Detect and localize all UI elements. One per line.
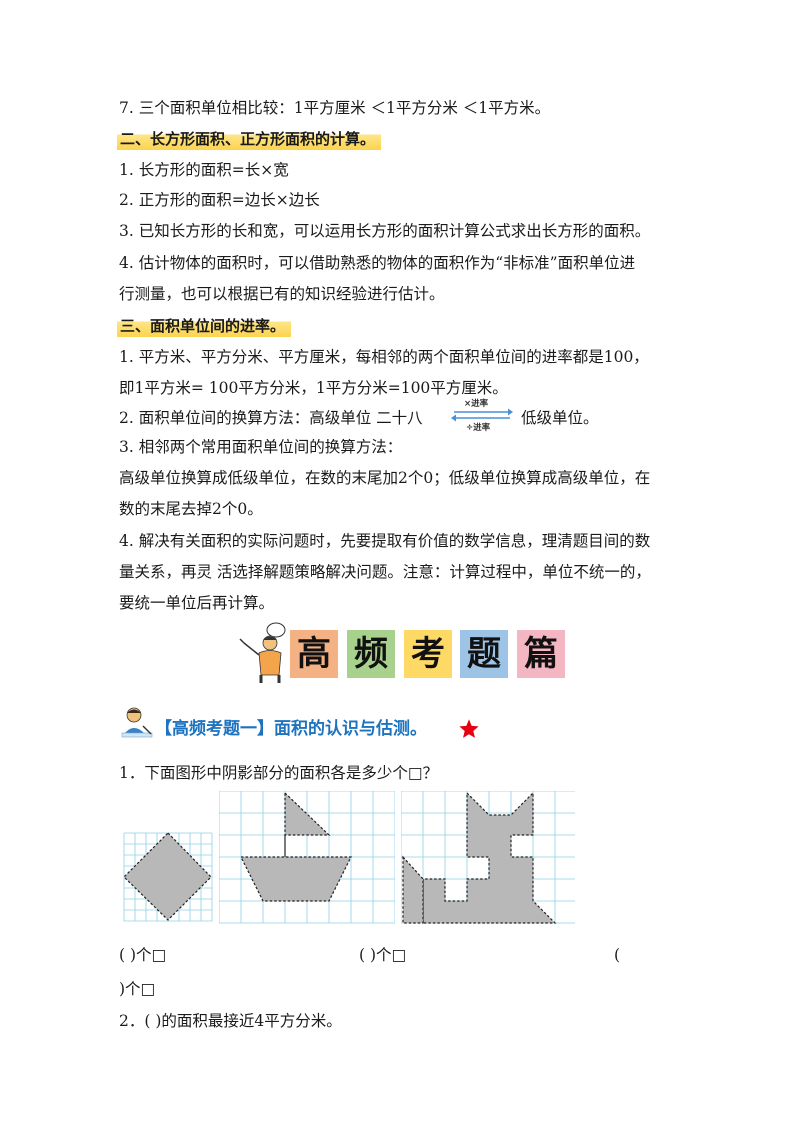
cat-tail-shape	[402, 855, 424, 924]
banner-tile-2: 频	[347, 630, 395, 678]
teacher-hair-icon	[263, 636, 277, 640]
s3-item-2-prefix: 2. 面积单位间的换算方法：高级单位 二十八	[119, 409, 423, 427]
teacher-illustration	[232, 621, 288, 683]
banner-tile-1: 高	[290, 630, 338, 678]
s2-item-4-line-1: 4. 估计物体的面积时，可以借助熟悉的物体的面积作为“非标准”面积单位进	[119, 254, 636, 272]
arrow-top-label: ×进率	[464, 398, 489, 409]
pointer-icon	[239, 638, 260, 656]
figure-boat	[219, 791, 395, 924]
conversion-arrows: ×进率 ÷进率	[450, 397, 514, 435]
s3-item-1-line-2: 即1平方米= 100平方分米，1平方分米=100平方厘米。	[119, 379, 508, 397]
s3-item-4-line-1: 4. 解决有关面积的实际问题时，先要提取有价值的数学信息，理清题目间的数	[119, 532, 651, 550]
s3-item-1-line-1: 1. 平方米、平方分米、平方厘米，每相邻的两个面积单位间的进率都是100，	[119, 348, 649, 366]
question-1: 1．下面图形中阴影部分的面积各是多少个□？	[119, 764, 439, 782]
banner-tile-5: 篇	[517, 630, 565, 678]
banner-tile-3: 考	[404, 630, 452, 678]
s3-item-4-line-3: 要统一单位后再计算。	[119, 594, 275, 612]
s3-item-4-line-2: 量关系，再灵 活选择解题策略解决问题。注意：计算过程中，单位不统一的，	[119, 563, 651, 581]
arrow-bottom-label: ÷进率	[466, 422, 491, 433]
teacher-legs-icon	[259, 675, 281, 683]
question-2: 2．( )的面积最接近4平方分米。	[119, 1012, 342, 1030]
answer-c-close: )个□	[119, 980, 156, 998]
sail-shape	[284, 791, 331, 836]
s2-item-4-line-2: 行测量，也可以根据已有的知识经验进行估计。	[119, 285, 445, 303]
figure-cat	[401, 791, 575, 924]
right-arrow-head	[508, 408, 513, 416]
student-writing-icon	[119, 704, 155, 740]
banner-tile-4: 题	[460, 630, 508, 678]
thought-bubble-icon	[266, 622, 286, 638]
hull-shape	[240, 856, 352, 902]
answer-a[interactable]: ( )个□	[119, 946, 167, 964]
s2-item-2: 2. 正方形的面积=边长×边长	[119, 191, 320, 209]
section-2-title: 二、长方形面积、正方形面积的计算。	[117, 128, 382, 150]
left-arrow-head	[451, 414, 456, 422]
s3-item-3: 3. 相邻两个常用面积单位间的换算方法：	[119, 438, 403, 456]
section-3-title: 三、面积单位间的进率。	[117, 315, 292, 337]
answer-c-open[interactable]: (	[614, 946, 621, 964]
answer-b[interactable]: ( )个□	[359, 946, 407, 964]
cat-shape	[422, 791, 557, 924]
section-title: 【高频考题一】面积的认识与估测。	[155, 719, 427, 739]
star-shape	[459, 719, 479, 738]
star-icon	[458, 718, 480, 740]
s3-item-2-suffix: 低级单位。	[521, 409, 599, 427]
diamond-shape	[123, 832, 212, 921]
s3-item-3-line-2: 高级单位换算成低级单位，在数的末尾加2个0；低级单位换算成高级单位，在	[119, 469, 651, 487]
figure-diamond	[122, 831, 216, 925]
item-7: 7. 三个面积单位相比较：1平方厘米 ＜1平方分米 ＜1平方米。	[119, 99, 551, 117]
s2-item-3: 3. 已知长方形的长和宽，可以运用长方形的面积计算公式求出长方形的面积。	[119, 222, 651, 240]
s3-item-3-line-3: 数的末尾去掉2个0。	[119, 500, 263, 518]
s2-item-1: 1. 长方形的面积=长×宽	[119, 161, 289, 179]
teacher-shirt-icon	[258, 650, 282, 676]
